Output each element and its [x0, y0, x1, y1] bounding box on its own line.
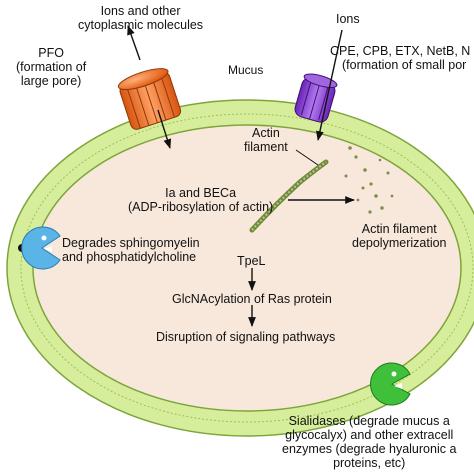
actin-filament-icon — [249, 159, 329, 233]
actin-fragments — [344, 146, 394, 214]
large-pore-channel-icon — [117, 68, 182, 130]
label-glcnacylation: GlcNAcylation of Ras protein — [172, 292, 332, 306]
pacman-enzyme-icon — [18, 226, 61, 270]
label-tpel: TpeL — [237, 254, 266, 268]
label-mucus: Mucus — [228, 63, 264, 77]
ions-in-pfo-arrow — [157, 109, 172, 149]
ions-in-small-arrow — [316, 29, 343, 141]
cell-membrane — [6, 99, 474, 437]
pacman-enzyme-icon — [370, 362, 411, 406]
label-ions: Ions — [336, 12, 360, 26]
ions-out-arrow — [127, 25, 141, 61]
label-small-pore-toxins: CPE, CPB, ETX, NetB, N(formation of smal… — [330, 44, 471, 72]
label-ia-beca: Ia and BECa(ADP-ribosylation of actin) — [128, 186, 274, 214]
actin-pointer — [295, 149, 319, 166]
label-disruption: Disruption of signaling pathways — [156, 330, 336, 344]
